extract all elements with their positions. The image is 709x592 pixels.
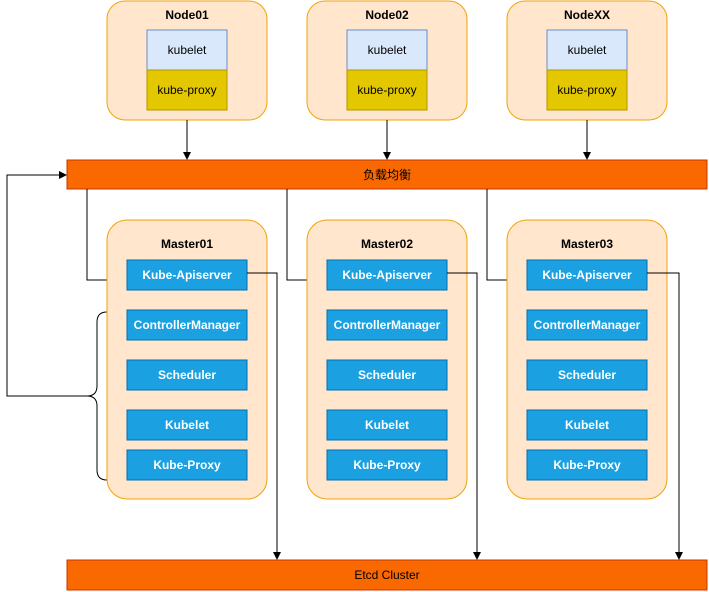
master-03: Master03 Kube-Apiserver ControllerManage… bbox=[506, 219, 668, 500]
controller-manager-label: ControllerManager bbox=[534, 318, 641, 332]
apiserver-01-to-etcd-arrow bbox=[247, 272, 281, 560]
master-components-brace bbox=[86, 311, 108, 481]
node-title: NodeXX bbox=[564, 8, 610, 22]
controller-manager-label: ControllerManager bbox=[334, 318, 441, 332]
kube-proxy-label: Kube-Proxy bbox=[153, 458, 221, 472]
apiserver-03-to-etcd-arrow bbox=[647, 272, 683, 560]
load-balancer: 负载均衡 bbox=[66, 159, 708, 190]
kube-apiserver-label: Kube-Apiserver bbox=[542, 268, 632, 282]
load-balancer-label: 负载均衡 bbox=[363, 168, 411, 182]
controller-manager-box bbox=[126, 309, 248, 341]
kube-proxy-box bbox=[526, 449, 648, 481]
scheduler-label: Scheduler bbox=[158, 368, 216, 382]
kubelet-box bbox=[526, 409, 648, 441]
kubelet-label: Kubelet bbox=[365, 418, 409, 432]
kube-proxy-box bbox=[126, 449, 248, 481]
kube-apiserver-label: Kube-Apiserver bbox=[142, 268, 232, 282]
kubelet-label: kubelet bbox=[168, 43, 207, 57]
master-02: Master02 Kube-Apiserver ControllerManage… bbox=[306, 219, 468, 500]
kube-apiserver-box bbox=[326, 259, 448, 291]
kubelet-label: kubelet bbox=[368, 43, 407, 57]
kubelet-box bbox=[146, 29, 228, 71]
master-title: Master02 bbox=[361, 237, 413, 251]
scheduler-box bbox=[526, 359, 648, 391]
kube-proxy-box bbox=[546, 69, 628, 111]
controller-manager-label: ControllerManager bbox=[134, 318, 241, 332]
node-01: Node01 kubelet kube-proxy bbox=[106, 0, 268, 121]
kubelet-box bbox=[126, 409, 248, 441]
scheduler-label: Scheduler bbox=[358, 368, 416, 382]
scheduler-label: Scheduler bbox=[558, 368, 616, 382]
kube-apiserver-box bbox=[126, 259, 248, 291]
scheduler-box bbox=[126, 359, 248, 391]
master-01: Master01 Kube-Apiserver ControllerManage… bbox=[106, 219, 268, 500]
kube-proxy-label: kube-proxy bbox=[557, 83, 616, 97]
controller-manager-box bbox=[326, 309, 448, 341]
kube-proxy-label: kube-proxy bbox=[357, 83, 416, 97]
kube-proxy-label: Kube-Proxy bbox=[553, 458, 621, 472]
kubelet-label: Kubelet bbox=[565, 418, 609, 432]
node-xx: NodeXX kubelet kube-proxy bbox=[506, 0, 668, 121]
kubelet-label: Kubelet bbox=[165, 418, 209, 432]
master-title: Master01 bbox=[161, 237, 213, 251]
kubelet-label: kubelet bbox=[568, 43, 607, 57]
node-title: Node01 bbox=[165, 8, 209, 22]
feedback-loop-arrow bbox=[6, 171, 87, 397]
node-title: Node02 bbox=[365, 8, 409, 22]
kube-apiserver-box bbox=[526, 259, 648, 291]
kube-apiserver-label: Kube-Apiserver bbox=[342, 268, 432, 282]
kube-proxy-label: kube-proxy bbox=[157, 83, 216, 97]
etcd-cluster-label: Etcd Cluster bbox=[354, 568, 419, 582]
kube-proxy-box bbox=[146, 69, 228, 111]
kube-proxy-label: Kube-Proxy bbox=[353, 458, 421, 472]
kubelet-box bbox=[326, 409, 448, 441]
load-balancer-bar bbox=[66, 159, 708, 190]
scheduler-box bbox=[326, 359, 448, 391]
etcd-cluster-bar bbox=[66, 559, 708, 591]
kubelet-box bbox=[346, 29, 428, 71]
master-title: Master03 bbox=[561, 237, 613, 251]
apiserver-02-to-etcd-arrow bbox=[447, 272, 481, 560]
kube-proxy-box bbox=[326, 449, 448, 481]
etcd-cluster: Etcd Cluster bbox=[66, 559, 708, 591]
controller-manager-box bbox=[526, 309, 648, 341]
node-02: Node02 kubelet kube-proxy bbox=[306, 0, 468, 121]
kube-proxy-box bbox=[346, 69, 428, 111]
